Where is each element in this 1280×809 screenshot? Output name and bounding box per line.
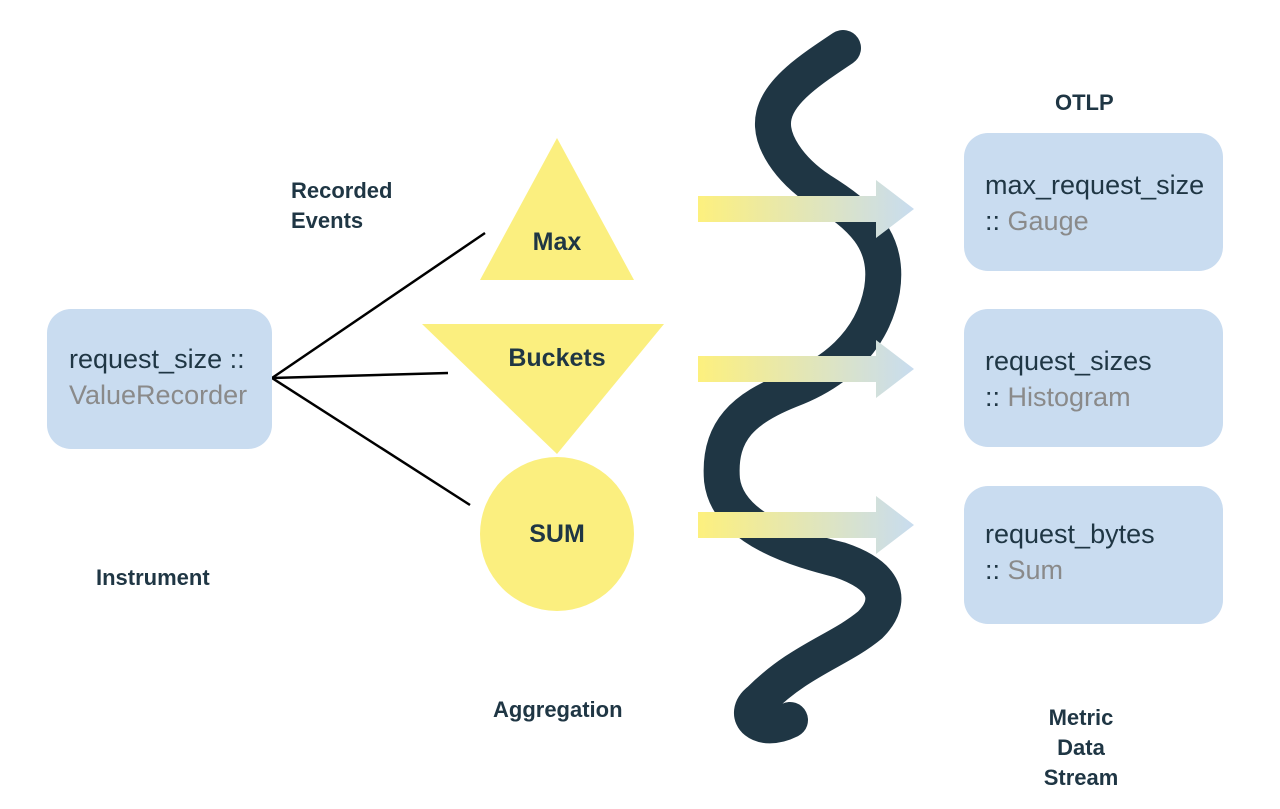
recorded-events-line-1: Recorded	[291, 178, 393, 203]
max-triangle	[480, 138, 634, 280]
output-name: request_bytes	[985, 519, 1155, 549]
connector-line-sum	[271, 376, 471, 507]
output-separator: ::	[985, 382, 1001, 412]
arrow-sum	[698, 496, 914, 554]
output-separator: ::	[985, 555, 1001, 585]
buckets-triangle	[422, 324, 664, 454]
metric-data-stream-line-2: Stream	[1043, 765, 1119, 790]
instrument-type: ValueRecorder	[69, 380, 248, 410]
recorded-events-line-2: Events	[291, 208, 364, 233]
output-name: max_request_size	[985, 170, 1205, 200]
aggregation-label: Aggregation	[493, 697, 623, 722]
instrument-box: request_size :: ValueRecorder	[47, 309, 272, 449]
output-type: Gauge	[1007, 206, 1089, 236]
output-type: Histogram	[1007, 382, 1131, 412]
metric-data-stream-label: Metric Data Stream	[1026, 703, 1136, 793]
arrow-max	[698, 180, 914, 238]
buckets-label: Buckets	[508, 344, 606, 372]
output-box-sum: request_bytes :: Sum	[964, 486, 1223, 624]
instrument-label: Instrument	[96, 565, 210, 590]
connector-line-buckets	[271, 371, 449, 380]
output-separator: ::	[985, 206, 1001, 236]
output-box-max: max_request_size :: Gauge	[964, 133, 1223, 271]
sum-circle	[480, 457, 634, 611]
recorded-events-label: Recorded Events	[291, 176, 392, 236]
output-box-histogram: request_sizes :: Histogram	[964, 309, 1223, 447]
max-label: Max	[532, 228, 582, 256]
output-name: request_sizes	[985, 346, 1152, 376]
boundary-squiggle	[703, 30, 902, 744]
sum-label: SUM	[529, 520, 585, 548]
otlp-label: OTLP	[1055, 90, 1114, 115]
arrow-buckets	[698, 340, 914, 398]
output-type: Sum	[1007, 555, 1064, 585]
instrument-name: request_size ::	[69, 344, 245, 374]
connector-line-max	[271, 231, 486, 380]
metric-data-stream-line-1: Metric Data	[1048, 705, 1114, 760]
